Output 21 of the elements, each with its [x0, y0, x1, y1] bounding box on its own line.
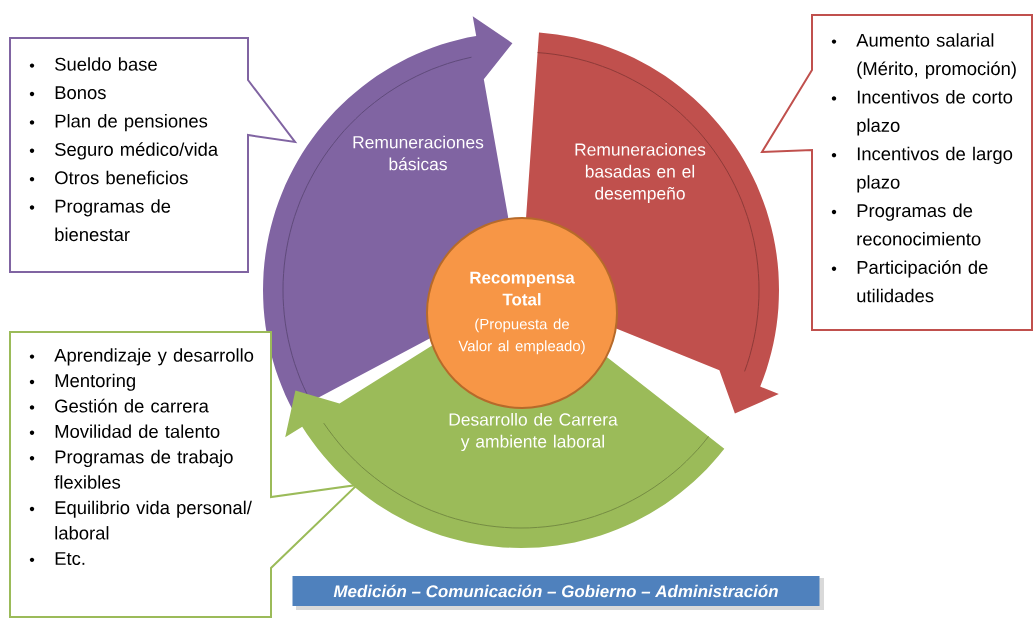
list-item: Mentoring [29, 373, 135, 391]
list-item: Incentivos de largo plazo [831, 146, 1013, 193]
list-item: Plan de pensiones [29, 114, 208, 132]
list-item: Incentivos de corto plazo [831, 90, 1013, 136]
list-item: Seguro médico/vida [29, 142, 219, 160]
list-item: Equilibrio vida personal/ laboral [29, 500, 252, 540]
list-item: Etc. [29, 552, 85, 565]
list-item: Programas de reconocimiento [831, 203, 981, 246]
list-item: Sueldo base [29, 57, 157, 71]
list-item: Programas de bienestar [29, 199, 171, 242]
callout-box [9, 37, 298, 273]
list-item: Bonos [29, 86, 106, 100]
list-item: Gestión de carrera [29, 398, 209, 413]
callout-box [760, 14, 1033, 331]
list-item: Otros beneficios [29, 170, 188, 185]
list-item: Participación de utilidades [831, 260, 988, 303]
list-item: Aprendizaje y desarrollo [29, 348, 254, 366]
list-item: Movilidad de talento [29, 424, 220, 438]
list-item: Aumento salarial (Mérito, promoción) [831, 33, 1016, 79]
footer-bar: Medición – Comunicación – Gobierno – Administración [292, 576, 824, 610]
list-item: Programas de trabajo flexibles [29, 449, 233, 489]
